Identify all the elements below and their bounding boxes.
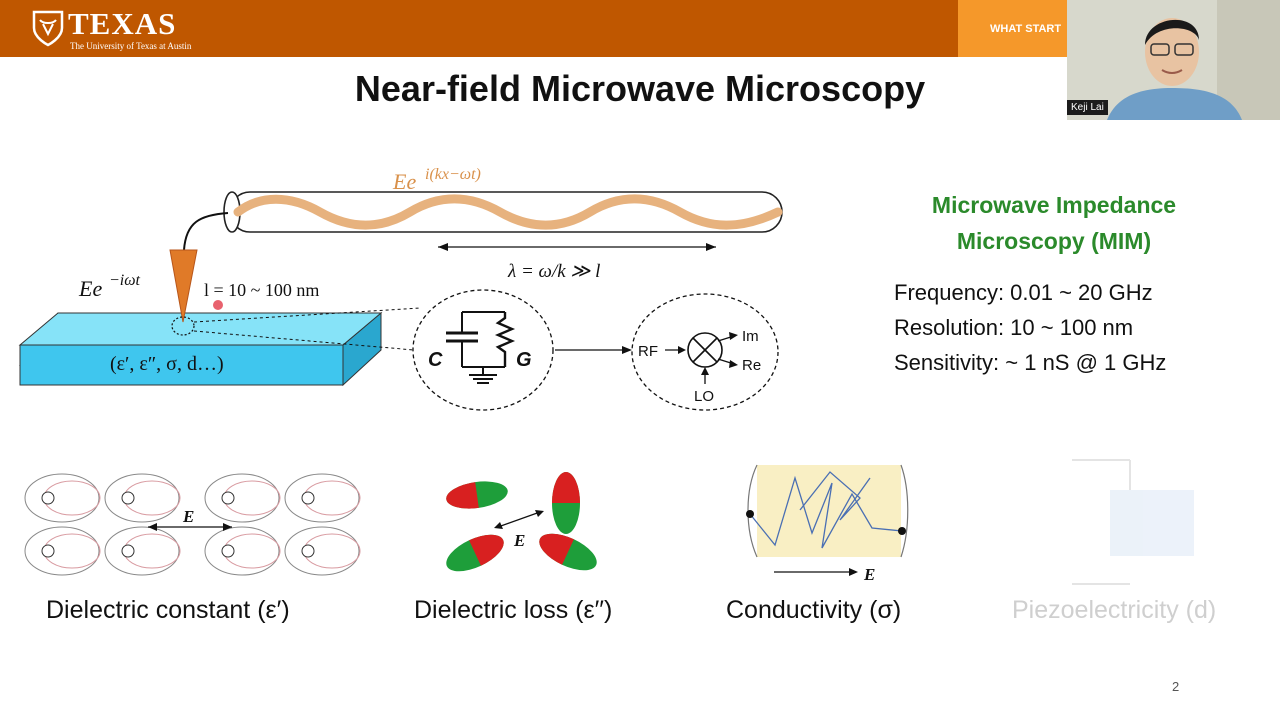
longhorn-shield-icon <box>32 10 64 47</box>
header-accent-block <box>958 0 1068 57</box>
field-label-2: E <box>513 531 525 550</box>
slide-title: Near-field Microwave Microscopy <box>354 68 926 109</box>
field-label-1: E <box>182 507 194 526</box>
dielectric-loss-caption: Dielectric loss (ε′′) <box>414 596 613 624</box>
rf-label: RF <box>638 343 658 360</box>
dielectric-constant-illustration <box>24 473 361 576</box>
microwave-wave <box>233 194 783 230</box>
conductivity-caption: Conductivity (σ) <box>726 596 902 624</box>
lo-label: LO <box>694 388 714 405</box>
sample-block <box>19 344 344 386</box>
tip-wire <box>183 212 229 251</box>
logo-subtitle: The University of Texas at Austin <box>70 41 192 51</box>
presenter-video-image <box>1067 0 1280 120</box>
probe-tip <box>169 249 198 323</box>
re-label: Re <box>742 357 761 374</box>
wave-exponent: i(kx−ωt) <box>425 166 481 183</box>
participant-name-label: Keji Lai <box>1067 100 1108 115</box>
distance-label: l = 10 ~ 100 nm <box>204 280 319 300</box>
piezoelectricity-illustration <box>1072 459 1194 585</box>
sensitivity-spec: Sensitivity: ~ 1 nS @ 1 GHz <box>894 350 1167 375</box>
tip-field-label: Ee <box>78 276 102 301</box>
dielectric-loss-illustration <box>446 472 597 572</box>
tip-field-exponent: −iωt <box>109 272 141 289</box>
im-label: Im <box>742 328 759 345</box>
pointer-dot <box>213 300 223 310</box>
wave-label: Ee <box>392 169 416 194</box>
header-tagline: WHAT START <box>990 23 1062 35</box>
wavelength-label: λ = ω/k ≫ l <box>507 261 600 282</box>
mim-title-line2: Microscopy (MIM) <box>956 228 1152 254</box>
mim-title-line1: Microwave Impedance <box>931 192 1177 218</box>
field-label-3: E <box>863 565 875 584</box>
conductance-label: G <box>516 349 532 371</box>
slide-page-number: 2 <box>1172 679 1180 694</box>
resistor-symbol <box>494 312 516 367</box>
equivalent-circuit <box>412 289 554 411</box>
sample-properties-label: (ε′, ε″, σ, d…) <box>110 353 224 375</box>
frequency-spec: Frequency: 0.01 ~ 20 GHz <box>894 280 1153 305</box>
dielectric-constant-caption: Dielectric constant (ε′) <box>46 596 290 624</box>
piezoelectricity-caption: Piezoelectricity (d) <box>1012 596 1217 624</box>
resolution-spec: Resolution: 10 ~ 100 nm <box>894 315 1134 340</box>
conductivity-illustration <box>746 464 909 576</box>
capacitance-label: C <box>428 349 443 371</box>
logo-wordmark: TEXAS <box>68 6 177 41</box>
